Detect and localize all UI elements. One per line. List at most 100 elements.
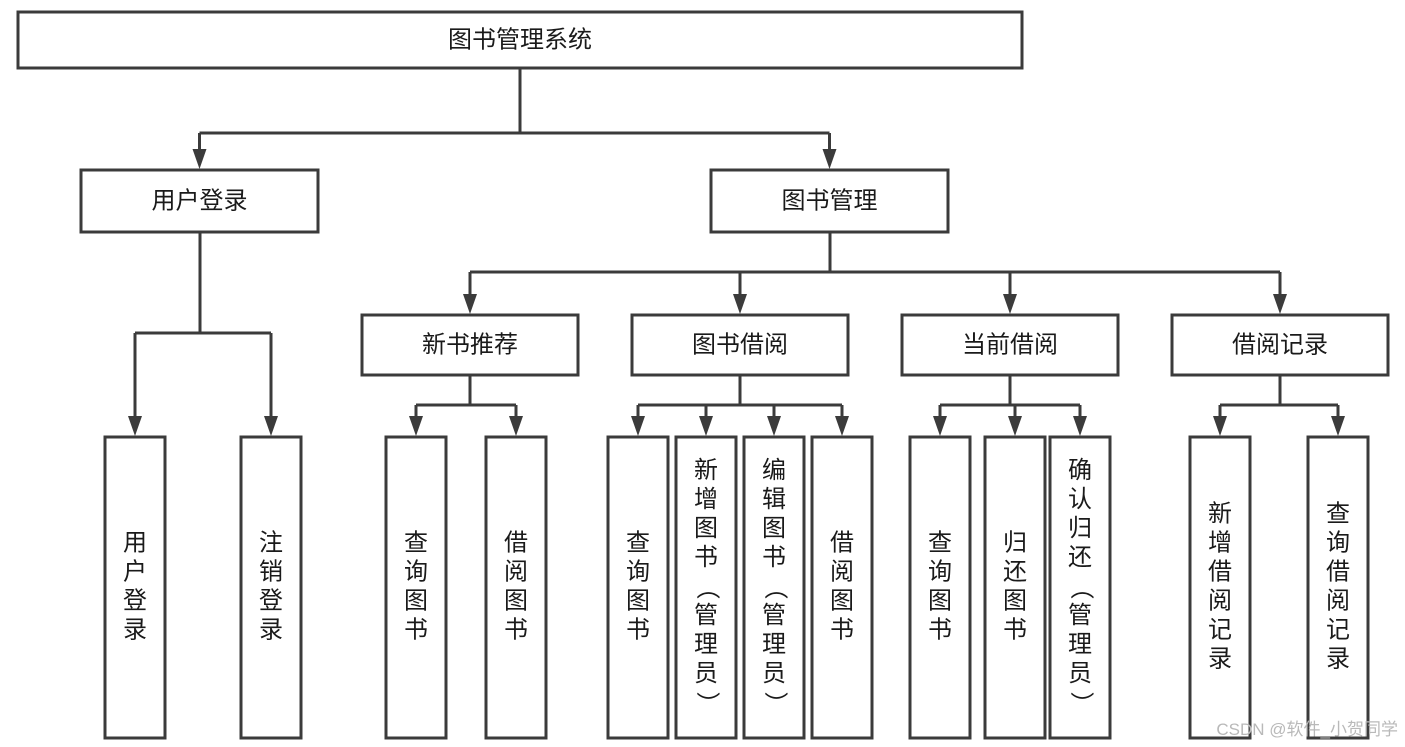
svg-text:图: 图 — [928, 587, 952, 614]
arrow-head-icon — [835, 416, 849, 436]
node-box — [1306, 435, 1370, 740]
watermark-label: CSDN @软件_小贺同学 — [1216, 720, 1398, 739]
svg-text:书: 书 — [928, 616, 952, 643]
svg-text:查: 查 — [928, 529, 952, 556]
arrow-head-icon — [631, 416, 645, 436]
svg-text:（: （ — [694, 576, 721, 600]
svg-text:确: 确 — [1068, 457, 1092, 484]
arrow-head-icon — [767, 416, 781, 436]
node-borrow-record[interactable]: 借阅记录 — [1170, 313, 1390, 377]
svg-text:录: 录 — [259, 616, 283, 643]
svg-text:认: 认 — [1068, 486, 1092, 513]
svg-text:阅: 阅 — [1208, 587, 1232, 614]
node-box — [908, 435, 972, 740]
svg-text:询: 询 — [404, 558, 428, 585]
arrow-head-icon — [128, 416, 142, 436]
svg-text:录: 录 — [123, 616, 147, 643]
node-new-book-recommend[interactable]: 新书推荐 — [360, 313, 580, 377]
svg-text:记: 记 — [1326, 616, 1350, 643]
svg-text:录: 录 — [1208, 645, 1232, 672]
arrow-head-icon — [409, 416, 423, 436]
svg-text:书: 书 — [504, 616, 528, 643]
watermark-layer: CSDN @软件_小贺同学 — [1216, 720, 1398, 739]
node-label: 当前借阅 — [962, 331, 1058, 358]
edge-borrow-record-to-leaves — [1213, 375, 1345, 436]
arrow-head-icon — [1073, 416, 1087, 436]
svg-text:理: 理 — [1068, 631, 1092, 658]
node-label: 用户登录 — [123, 529, 147, 643]
svg-text:书: 书 — [1003, 616, 1027, 643]
svg-text:登: 登 — [123, 587, 147, 614]
node-label: 图书管理系统 — [448, 26, 592, 53]
node-box — [384, 435, 448, 740]
svg-text:图: 图 — [626, 587, 650, 614]
svg-text:书: 书 — [762, 544, 786, 571]
node-user-login[interactable]: 用户登录 — [79, 168, 320, 234]
node-box — [360, 313, 580, 377]
svg-text:理: 理 — [762, 631, 786, 658]
svg-text:辑: 辑 — [762, 486, 786, 513]
svg-text:销: 销 — [259, 558, 283, 585]
node-box — [79, 168, 320, 234]
svg-text:员: 员 — [762, 660, 786, 687]
edge-user-login-to-leaves — [128, 232, 278, 436]
node-box — [742, 435, 806, 740]
svg-text:书: 书 — [404, 616, 428, 643]
svg-text:书: 书 — [694, 544, 718, 571]
svg-text:询: 询 — [626, 558, 650, 585]
svg-text:管: 管 — [762, 602, 786, 629]
arrow-head-icon — [822, 149, 837, 169]
node-box — [983, 435, 1047, 740]
node-label: 图书借阅 — [692, 331, 788, 358]
svg-text:增: 增 — [1208, 529, 1232, 556]
svg-text:员: 员 — [694, 660, 718, 687]
arrow-head-icon — [264, 416, 278, 436]
arrow-head-icon — [1331, 416, 1345, 436]
node-book-manage[interactable]: 图书管理 — [709, 168, 950, 234]
node-book-borrow[interactable]: 图书借阅 — [630, 313, 850, 377]
svg-text:查: 查 — [626, 529, 650, 556]
svg-text:书: 书 — [830, 616, 854, 643]
arrow-head-icon — [933, 416, 947, 436]
node-box — [1048, 435, 1112, 740]
node-label: 用户登录 — [152, 187, 248, 214]
node-current-borrow[interactable]: 当前借阅 — [900, 313, 1120, 377]
edge-book-borrow-to-leaves — [631, 375, 849, 436]
node-box — [16, 10, 1024, 70]
svg-text:户: 户 — [123, 558, 147, 585]
node-root[interactable]: 图书管理系统 — [16, 10, 1024, 70]
svg-text:（: （ — [762, 576, 789, 600]
svg-text:还: 还 — [1003, 558, 1027, 585]
svg-text:理: 理 — [694, 631, 718, 658]
edge-book-manage-to-level3 — [463, 232, 1287, 314]
svg-text:增: 增 — [694, 486, 718, 513]
node-box — [674, 435, 738, 740]
svg-text:图: 图 — [504, 587, 528, 614]
svg-text:询: 询 — [928, 558, 952, 585]
svg-text:员: 员 — [1068, 660, 1092, 687]
node-box — [630, 313, 850, 377]
svg-text:归: 归 — [1003, 529, 1027, 556]
node-leaf-user-login[interactable]: 用户登录 — [103, 435, 167, 740]
edge-root-to-level2 — [192, 68, 837, 169]
